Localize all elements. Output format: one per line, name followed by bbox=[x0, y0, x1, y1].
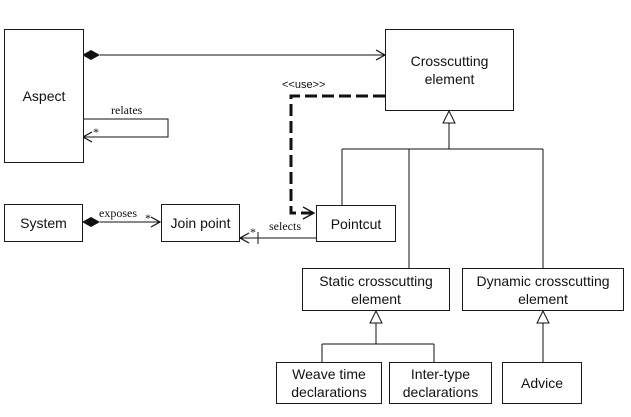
aspect-to-crosscutting-edge bbox=[82, 49, 387, 61]
use-dependency-edge bbox=[289, 94, 385, 215]
composition-diamond-icon bbox=[82, 50, 100, 60]
join-point-class[interactable]: Join point bbox=[161, 204, 240, 242]
system-label: System bbox=[20, 215, 67, 231]
static-crosscutting-element-class[interactable]: Static crosscutting element bbox=[302, 268, 450, 311]
exposes-multiplicity: * bbox=[145, 211, 151, 225]
exposes-edge bbox=[82, 216, 162, 228]
use-stereotype-label: <<use>> bbox=[282, 79, 326, 91]
relates-edge bbox=[81, 118, 169, 143]
inter-type-declarations-class[interactable]: Inter-type declarations bbox=[389, 362, 492, 404]
use-arrowhead-icon bbox=[302, 206, 316, 220]
weave-time-declarations-class[interactable]: Weave time declarations bbox=[276, 362, 382, 404]
selects-label: selects bbox=[269, 219, 301, 233]
static-generalization-edges bbox=[321, 309, 435, 362]
dynamic-crosscutting-element-class[interactable]: Dynamic crosscutting element bbox=[462, 268, 624, 311]
weave-time-declarations-label: Weave time declarations bbox=[291, 366, 367, 400]
relates-multiplicity: * bbox=[93, 125, 99, 139]
crosscutting-generalization-edges bbox=[341, 109, 544, 268]
aspect-label: Aspect bbox=[22, 88, 66, 104]
inheritance-triangle-icon bbox=[369, 309, 383, 324]
aspect-class[interactable]: Aspect bbox=[4, 29, 84, 163]
advice-class[interactable]: Advice bbox=[502, 362, 582, 404]
join-point-label: Join point bbox=[170, 215, 231, 231]
pointcut-class[interactable]: Pointcut bbox=[316, 205, 396, 242]
advice-label: Advice bbox=[520, 375, 564, 391]
crosscutting-element-label: Crosscutting element bbox=[410, 53, 489, 87]
inter-type-declarations-label: Inter-type declarations bbox=[402, 366, 479, 400]
system-class[interactable]: System bbox=[4, 204, 83, 242]
relates-label: relates bbox=[111, 103, 143, 117]
inheritance-triangle-icon bbox=[536, 309, 550, 324]
pointcut-label: Pointcut bbox=[330, 215, 382, 232]
dynamic-generalization-edges bbox=[536, 309, 550, 362]
exposes-label: exposes bbox=[99, 206, 137, 220]
inheritance-triangle-icon bbox=[442, 109, 456, 124]
dynamic-crosscutting-element-label: Dynamic crosscutting element bbox=[476, 272, 610, 307]
composition-diamond-icon bbox=[82, 217, 100, 227]
crosscutting-element-class[interactable]: Crosscutting element bbox=[385, 29, 514, 111]
static-crosscutting-element-label: Static crosscutting element bbox=[319, 272, 433, 307]
selects-multiplicity: * bbox=[250, 225, 256, 239]
